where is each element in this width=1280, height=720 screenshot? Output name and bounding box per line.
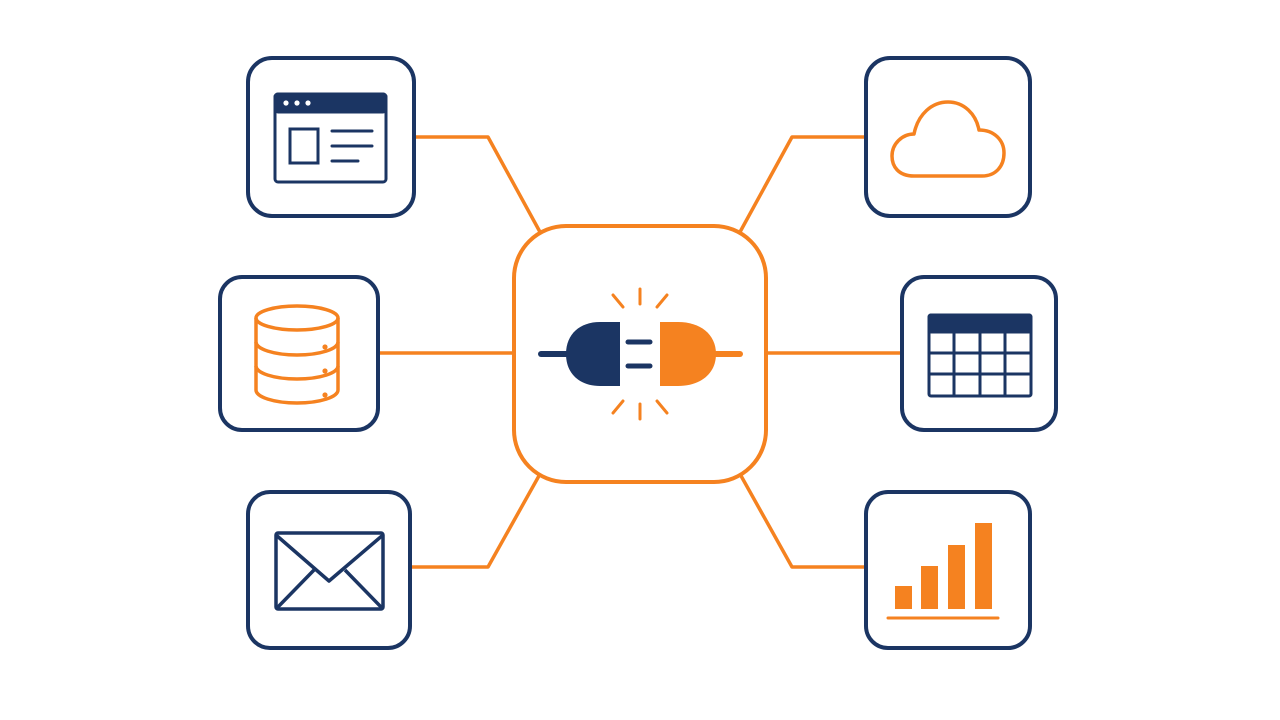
- connector-cloud: [738, 135, 868, 234]
- node-frame: [864, 56, 1032, 218]
- hub-frame: [512, 224, 768, 484]
- node-frame: [246, 490, 412, 650]
- node-frame: [246, 56, 416, 218]
- node-spreadsheet: [900, 275, 1058, 432]
- connector-web-app: [412, 135, 542, 234]
- node-analytics: [864, 490, 1032, 650]
- node-database: [218, 275, 380, 432]
- node-email: [246, 490, 412, 650]
- connectors: [376, 135, 904, 569]
- table-grid-icon: [927, 313, 1033, 398]
- connector-analytics: [738, 472, 868, 569]
- cloud-icon: [890, 100, 1006, 178]
- integration-hub: [512, 224, 768, 484]
- envelope-icon: [274, 531, 385, 611]
- plug-connect-icon: [538, 287, 743, 421]
- database-icon: [254, 304, 340, 405]
- node-web-app: [246, 56, 416, 218]
- connector-email: [408, 472, 542, 569]
- node-cloud: [864, 56, 1032, 218]
- browser-window-icon: [273, 92, 388, 184]
- bar-chart-icon: [886, 523, 1000, 620]
